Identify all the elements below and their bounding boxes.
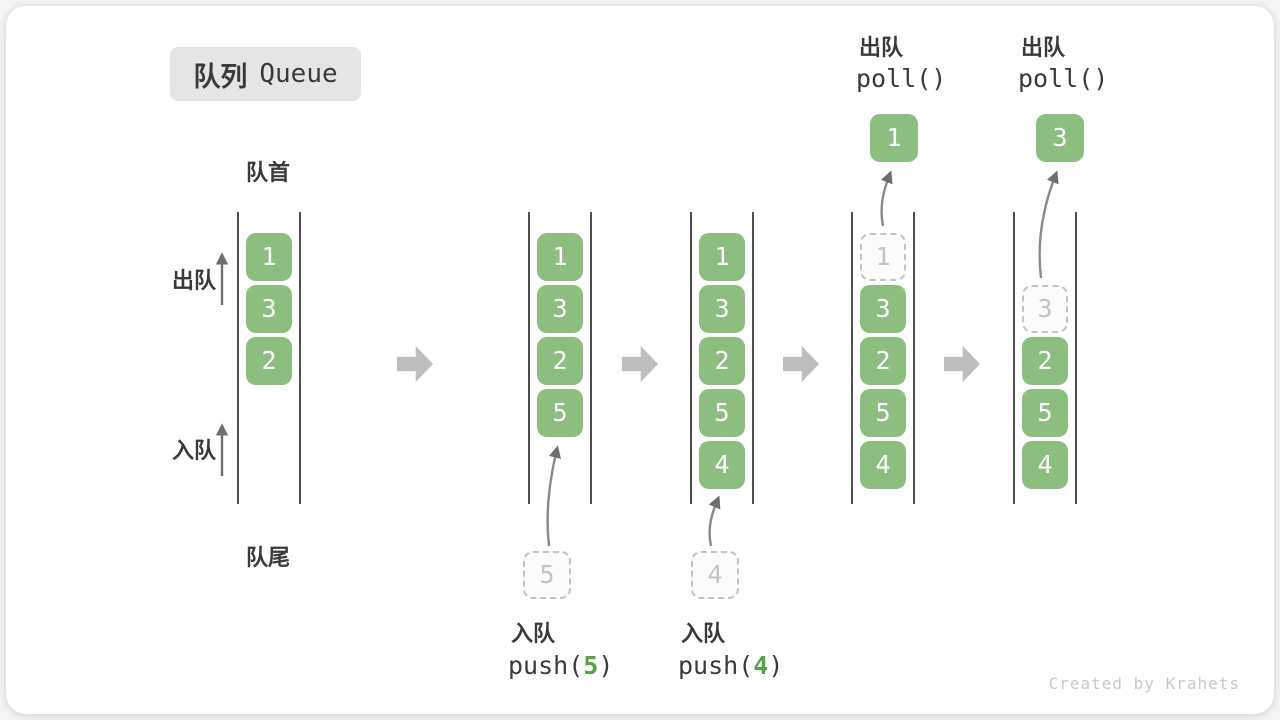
pending-enqueue-box: 5 bbox=[523, 551, 571, 599]
code-post: ) bbox=[768, 651, 784, 680]
queue-cell: 2 bbox=[860, 337, 906, 385]
stage-arrow-icon bbox=[783, 346, 819, 382]
queue-cell-dashed: 1 bbox=[860, 233, 906, 281]
poll1-caption-code: poll() bbox=[856, 64, 947, 93]
queue-cell: 4 bbox=[1022, 441, 1068, 489]
code-arg: 5 bbox=[583, 651, 599, 680]
queue-cell: 5 bbox=[860, 389, 906, 437]
poll2-caption-zh: 出队 bbox=[1021, 35, 1066, 60]
title-zh: 队列 bbox=[193, 61, 248, 92]
stage-arrow-icon bbox=[622, 346, 658, 382]
poll2-caption-code: poll() bbox=[1018, 64, 1109, 93]
queue-stage-2: 1 3 2 5 bbox=[528, 212, 592, 504]
diagram-card: 队列 Queue 队首 队尾 出队 入队 1 3 2 1 3 2 5 5 入队 … bbox=[6, 6, 1274, 714]
stage-arrow-icon bbox=[944, 346, 980, 382]
queue-cell: 3 bbox=[860, 285, 906, 333]
queue-stage-1: 1 3 2 bbox=[237, 212, 301, 504]
queue-cell: 5 bbox=[1022, 389, 1068, 437]
queue-cell: 3 bbox=[246, 285, 292, 333]
queue-cell: 4 bbox=[699, 441, 745, 489]
queue-stage-4: 1 3 2 5 4 bbox=[851, 212, 915, 504]
poll1-caption-zh: 出队 bbox=[859, 35, 904, 60]
code-pre: push( bbox=[508, 651, 584, 680]
queue-stage-3: 1 3 2 5 4 bbox=[690, 212, 754, 504]
push5-caption-code: push(5) bbox=[508, 651, 613, 680]
title-en: Queue bbox=[259, 59, 338, 89]
push4-caption-code: push(4) bbox=[678, 651, 783, 680]
queue-cell: 1 bbox=[246, 233, 292, 281]
pending-enqueue-box: 4 bbox=[691, 551, 739, 599]
queue-cell: 2 bbox=[1022, 337, 1068, 385]
queue-front-label: 队首 bbox=[245, 160, 290, 185]
queue-cell: 2 bbox=[537, 337, 583, 385]
queue-cell: 1 bbox=[699, 233, 745, 281]
queue-cell: 5 bbox=[537, 389, 583, 437]
watermark: Created by Krahets bbox=[1048, 674, 1240, 693]
queue-cell: 3 bbox=[537, 285, 583, 333]
queue-cell: 2 bbox=[246, 337, 292, 385]
code-pre: push( bbox=[678, 651, 754, 680]
push4-caption-zh: 入队 bbox=[681, 621, 726, 646]
queue-cell-dashed: 3 bbox=[1022, 285, 1068, 333]
enqueue-side-label: 入队 bbox=[172, 438, 217, 463]
title-badge: 队列 Queue bbox=[170, 47, 361, 101]
polled-value-box: 1 bbox=[870, 114, 918, 162]
queue-cell: 4 bbox=[860, 441, 906, 489]
code-post: ) bbox=[598, 651, 614, 680]
queue-cell: 1 bbox=[537, 233, 583, 281]
push4-arrow-icon bbox=[708, 495, 721, 547]
polled-value-box: 3 bbox=[1036, 114, 1084, 162]
push5-caption-zh: 入队 bbox=[511, 621, 556, 646]
queue-cell: 3 bbox=[699, 285, 745, 333]
queue-cell: 2 bbox=[699, 337, 745, 385]
dequeue-side-label: 出队 bbox=[172, 268, 217, 293]
stage-arrow-icon bbox=[397, 346, 433, 382]
queue-stage-5: 3 2 5 4 bbox=[1013, 212, 1077, 504]
queue-rear-label: 队尾 bbox=[245, 545, 290, 570]
code-arg: 4 bbox=[753, 651, 769, 680]
queue-cell: 5 bbox=[699, 389, 745, 437]
